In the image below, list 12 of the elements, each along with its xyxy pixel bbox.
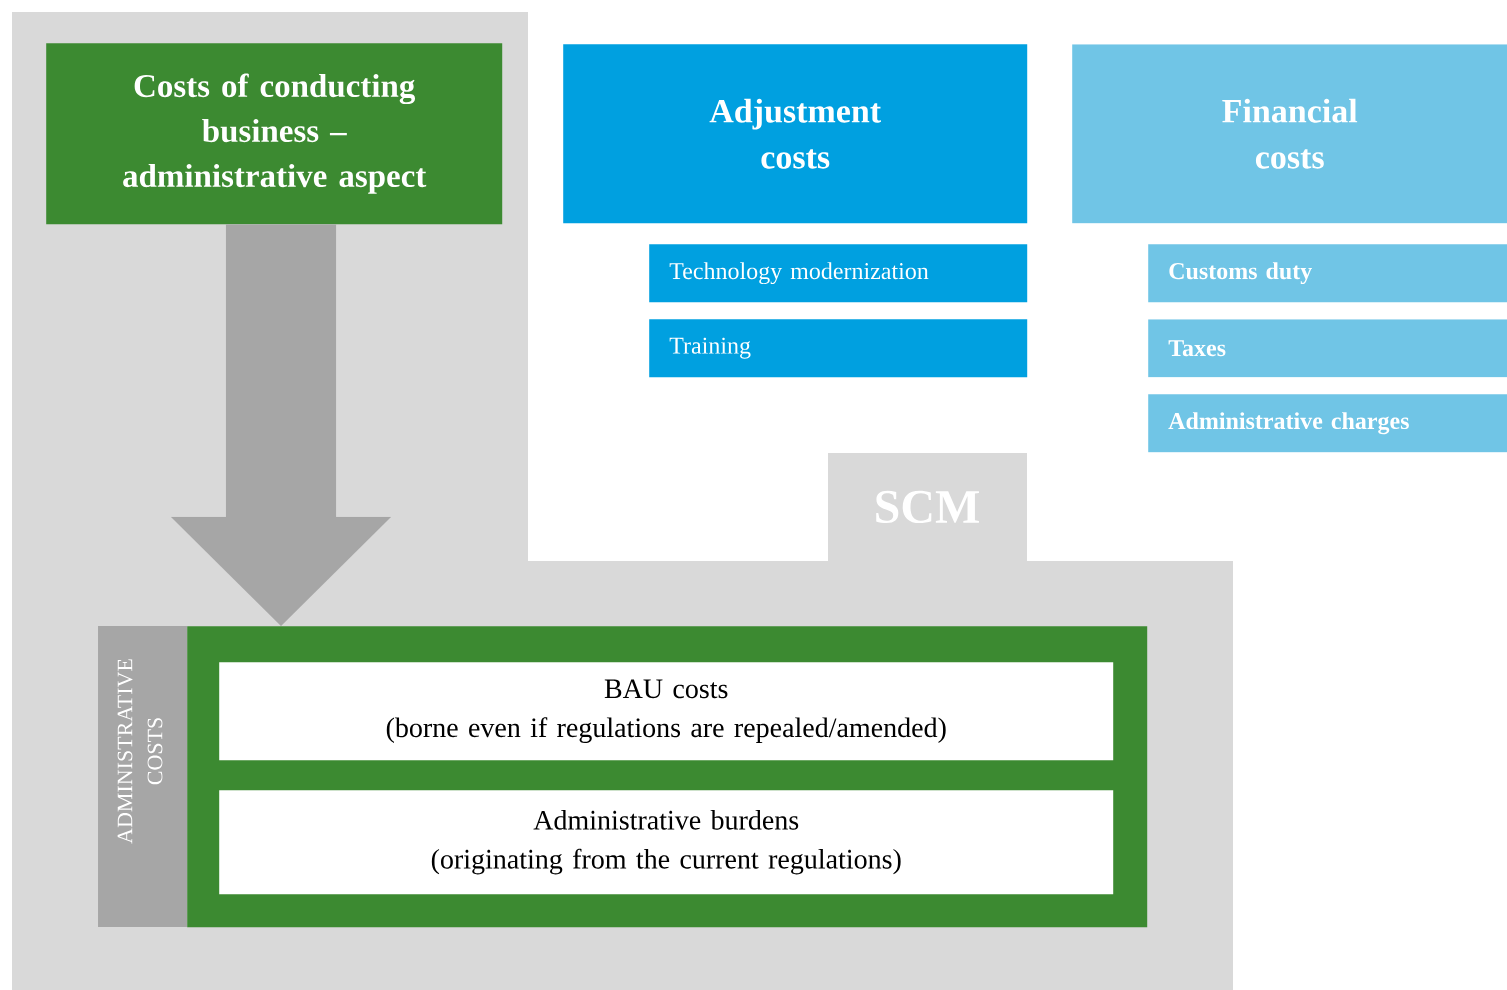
item-box: Training: [649, 319, 1028, 378]
item-box: Administrative charges: [1148, 394, 1507, 453]
header-box: Costs of conducting business – administrative aspect: [46, 43, 503, 225]
header-box: Adjustment costs: [563, 44, 1028, 224]
content-box: Administrative burdens (originating from the current regulations): [219, 790, 1114, 895]
block-arrow: [170, 224, 392, 627]
header-box: Financial costs: [1072, 44, 1507, 224]
item-box: Customs duty: [1148, 244, 1507, 303]
item-box: Technology modernization: [649, 244, 1028, 303]
item-box: Taxes: [1148, 319, 1507, 378]
side-label-band: ADMINISTRATIVE COSTS: [98, 626, 187, 927]
content-box: BAU costs (borne even if regulations are repealed/amended): [219, 662, 1114, 761]
